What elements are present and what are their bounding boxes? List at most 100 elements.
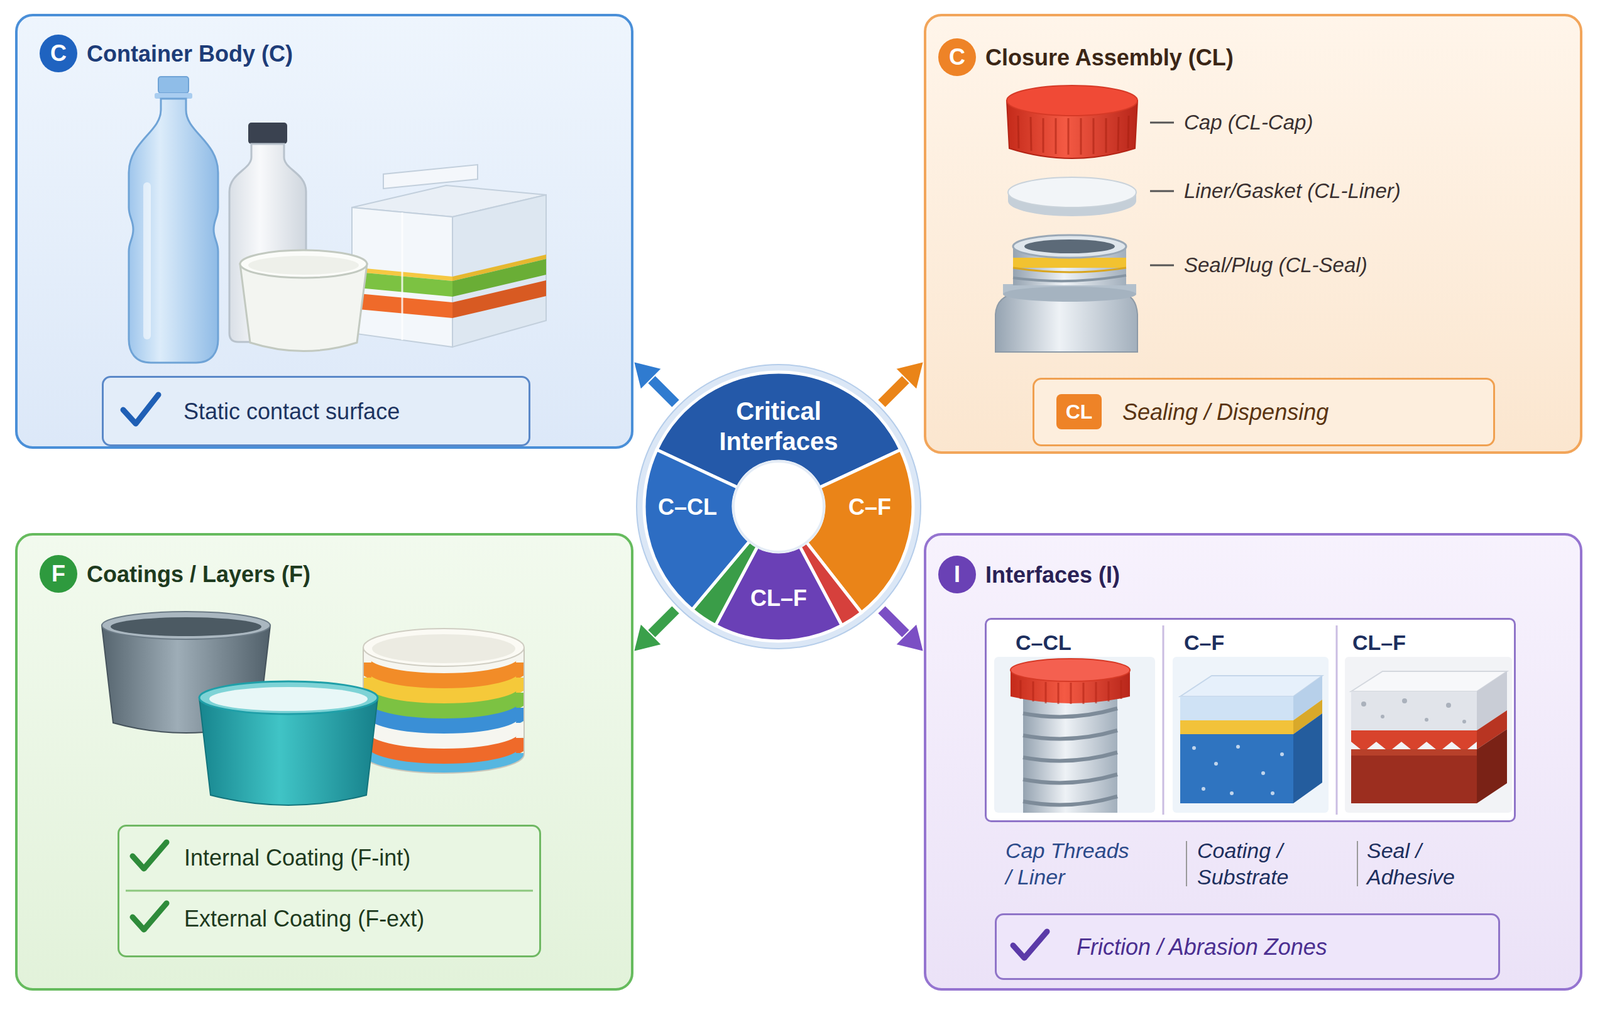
coating-illustration [101, 611, 525, 806]
panel-fill [923, 532, 1583, 991]
interface-thumbnail [1201, 786, 1206, 791]
container-illustration [248, 122, 288, 144]
box-text: Static contact surface [183, 397, 400, 426]
closure-illustration [1006, 85, 1138, 116]
check-mark [132, 903, 167, 930]
container-illustration [128, 98, 219, 363]
interface-thumbnail [1019, 679, 1022, 699]
connector-arrow [633, 609, 676, 652]
panel-heading: Closure Assembly (CL) [985, 43, 1234, 72]
interface-thumbnail [1380, 714, 1385, 719]
interface-thumbnail [1344, 656, 1513, 813]
arrow-shaft [881, 609, 908, 636]
caption-separator [1185, 840, 1188, 887]
box-fill [125, 889, 533, 892]
box-fill [101, 375, 531, 447]
container-illustration [158, 76, 189, 94]
info-box: Friction / Abrasion Zones [994, 913, 1501, 980]
closure-illustration [995, 292, 1138, 352]
panel-fill [15, 532, 634, 991]
panel-heading: Interfaces (I) [985, 560, 1120, 589]
coating-illustration [199, 681, 378, 714]
closure-illustration [1013, 275, 1127, 281]
box-text: Sealing / Dispensing [1122, 397, 1329, 427]
info-box: Static contact surface [101, 375, 531, 447]
panel: Internal Coating (F-int)External Coating… [15, 532, 634, 991]
leader-line [1150, 190, 1174, 193]
interface-code: CL–F [740, 583, 817, 613]
interface-thumbnail [1010, 658, 1130, 682]
interface-code: CL–F [1352, 629, 1406, 657]
interface-thumbnail [1229, 791, 1234, 795]
closure-illustration [1018, 115, 1019, 149]
box-fill [1162, 625, 1165, 815]
panel-heading: Coatings / Layers (F) [86, 559, 311, 589]
closure-illustration [1008, 177, 1137, 208]
closure-illustration [1013, 235, 1127, 258]
leader-line [1150, 264, 1174, 267]
interface-thumbnail [1032, 681, 1035, 702]
coating-illustration [101, 611, 271, 640]
badge-letter: C [938, 38, 976, 77]
interface-thumbnail [1180, 734, 1294, 804]
closure-illustration [1030, 116, 1032, 151]
connector-arrow [881, 361, 924, 404]
box-fill [117, 824, 542, 958]
interface-thumbnail [1180, 720, 1294, 735]
interface-thumbnail [1361, 701, 1367, 707]
interface-thumbnail [994, 656, 1513, 813]
interface-thumbnail [1023, 708, 1118, 805]
interface-thumbnail [1107, 681, 1110, 702]
box-fill [1032, 377, 1496, 447]
coating-illustration [363, 752, 525, 772]
badge-code: CL [1056, 394, 1102, 430]
container-illustration [143, 182, 151, 340]
coating-illustration [363, 737, 525, 757]
caption-separator [1356, 840, 1359, 887]
container-illustration [401, 212, 404, 340]
coating-illustration [209, 686, 368, 711]
interface-thumbnail [1402, 698, 1408, 704]
container-illustration [128, 76, 547, 363]
container-illustration [351, 207, 453, 347]
panel-fill [923, 13, 1583, 454]
interface-thumbnail [1023, 730, 1118, 739]
coating-illustration [363, 628, 525, 667]
connector-arrow [633, 361, 676, 404]
arrow-shaft [649, 609, 675, 636]
leader-line [1150, 122, 1174, 266]
panel: Static contact surfaceCContainer Body (C… [15, 13, 634, 449]
box-text: Friction / Abrasion Zones [1076, 932, 1328, 961]
hub-title: Critical Interfaces [684, 395, 873, 457]
coating-illustration [110, 617, 262, 636]
interface-thumbnail [1180, 696, 1294, 721]
interface-thumbnail [1192, 745, 1196, 750]
arrow-head [895, 623, 924, 652]
hub-ring [733, 461, 824, 552]
closure-illustration [1128, 115, 1129, 149]
check-mark [132, 842, 167, 869]
interface-code: C–CL [649, 492, 726, 521]
interface-thumbnail [1293, 713, 1323, 804]
hub-circle: Critical InterfacesC–CLC–FCL–F [635, 363, 922, 650]
interface-code: C–CL [1015, 629, 1072, 657]
interface-thumbnail [1023, 691, 1118, 813]
panel: C–CLC–FCL–FFriction / Abrasion ZonesIInt… [923, 532, 1583, 991]
connector-arrow [881, 609, 924, 652]
leader-line [1150, 121, 1174, 124]
closure-illustration [1013, 257, 1127, 268]
interface-thumbnail [1462, 719, 1467, 724]
check-mark [1013, 931, 1047, 958]
interface-thumbnail [1476, 728, 1507, 804]
container-illustration [248, 255, 359, 275]
closure-illustration [1055, 118, 1058, 154]
interface-thumbnail [1192, 744, 1284, 795]
interface-thumbnail [1214, 761, 1218, 766]
interface-thumbnail [1023, 752, 1118, 761]
panel: CL Sealing / Dispensing C Closure Assembly … [923, 13, 1583, 454]
interface-thumbnail [994, 656, 1156, 813]
interface-thumbnail [1351, 730, 1477, 752]
coating-illustration [363, 692, 525, 712]
arrow-head [633, 623, 662, 652]
closure-illustration [1013, 267, 1127, 273]
